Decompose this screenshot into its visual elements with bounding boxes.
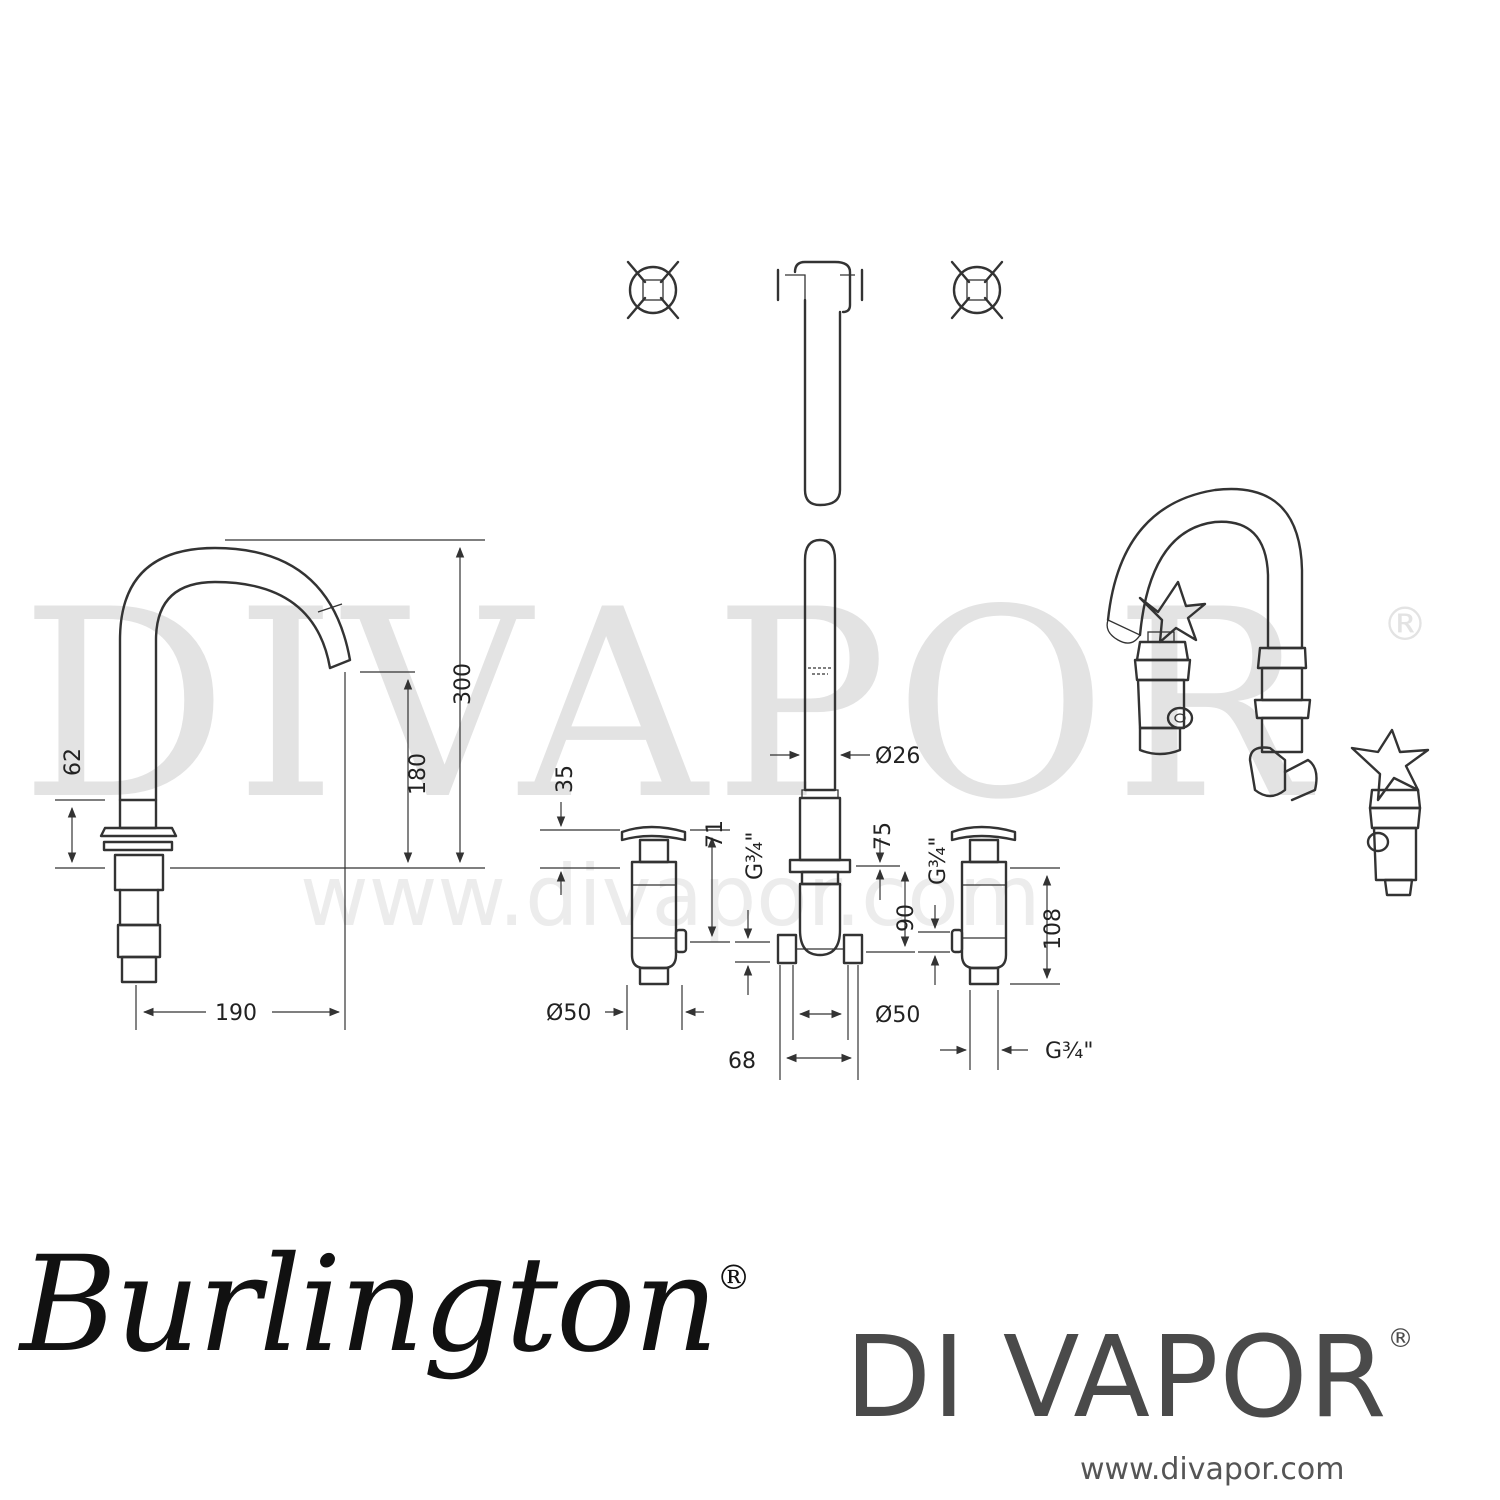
dim-108: 108: [1010, 867, 1066, 985]
label-thread-left: G¾": [743, 832, 768, 881]
label-108: 108: [1041, 908, 1066, 950]
top-view-right-handle: [950, 260, 1004, 320]
divapor-registered: ®: [1387, 1324, 1415, 1354]
dim-thread-right: G¾": [918, 837, 951, 985]
top-view-left-handle: [626, 260, 680, 320]
side-elevation-spout: [99, 546, 352, 984]
label-300: 300: [451, 663, 476, 705]
dim-thread-left: G¾": [735, 832, 770, 995]
perspective-spout-base: [1248, 646, 1318, 802]
label-90: 90: [894, 904, 919, 932]
dim-thread-bottom: G¾": [940, 990, 1094, 1070]
dim-71: 71: [690, 820, 730, 943]
top-view-spout: [776, 260, 864, 507]
dim-diameter-50-left: Ø50: [546, 985, 704, 1030]
dim-180: 180: [170, 671, 485, 869]
perspective-view: [1106, 487, 1430, 897]
label-thread-bottom: G¾": [1045, 1039, 1094, 1064]
label-62: 62: [61, 748, 86, 776]
dim-90: 90: [866, 870, 919, 953]
watermark-url: www.divapor.com: [300, 847, 1041, 945]
dim-62: 62: [55, 748, 105, 869]
front-view-right-valve: [950, 825, 1017, 986]
burlington-wordmark: Burlington: [20, 1228, 719, 1382]
label-180: 180: [406, 753, 431, 795]
label-diameter-26: Ø26: [875, 744, 920, 769]
label-68: 68: [728, 1049, 756, 1074]
dim-75: 75: [856, 822, 900, 900]
front-view-spout: [776, 538, 864, 965]
label-190: 190: [215, 1001, 257, 1026]
burlington-logo: Burlington®: [20, 1228, 751, 1382]
top-view: [626, 260, 1004, 507]
divapor-logo: DI VAPOR®: [845, 1322, 1414, 1434]
divapor-wordmark: DI VAPOR: [845, 1313, 1388, 1443]
label-35: 35: [553, 765, 578, 793]
watermark-registered: ®: [1382, 597, 1428, 651]
dim-190: 190: [135, 672, 346, 1030]
label-diameter-50-right: Ø50: [875, 1003, 920, 1028]
divapor-url[interactable]: www.divapor.com: [1080, 1452, 1345, 1487]
watermark-divapor: DIVAPOR: [20, 555, 1316, 857]
dim-68: 68: [728, 965, 859, 1080]
dim-35: 35: [540, 765, 620, 895]
front-view-left-valve: [620, 825, 688, 986]
dim-diameter-26: Ø26: [770, 744, 920, 769]
dim-300: 300: [225, 539, 485, 864]
label-71: 71: [703, 820, 728, 848]
label-75: 75: [871, 822, 896, 850]
perspective-left-handle: [1133, 580, 1207, 756]
label-diameter-50-left: Ø50: [546, 1001, 591, 1026]
dim-diameter-50-right: Ø50: [792, 965, 920, 1040]
watermark: DIVAPOR ® www.divapor.com: [20, 555, 1428, 945]
label-thread-right: G¾": [926, 837, 951, 886]
perspective-right-handle: [1350, 728, 1430, 897]
burlington-registered: ®: [716, 1258, 751, 1298]
